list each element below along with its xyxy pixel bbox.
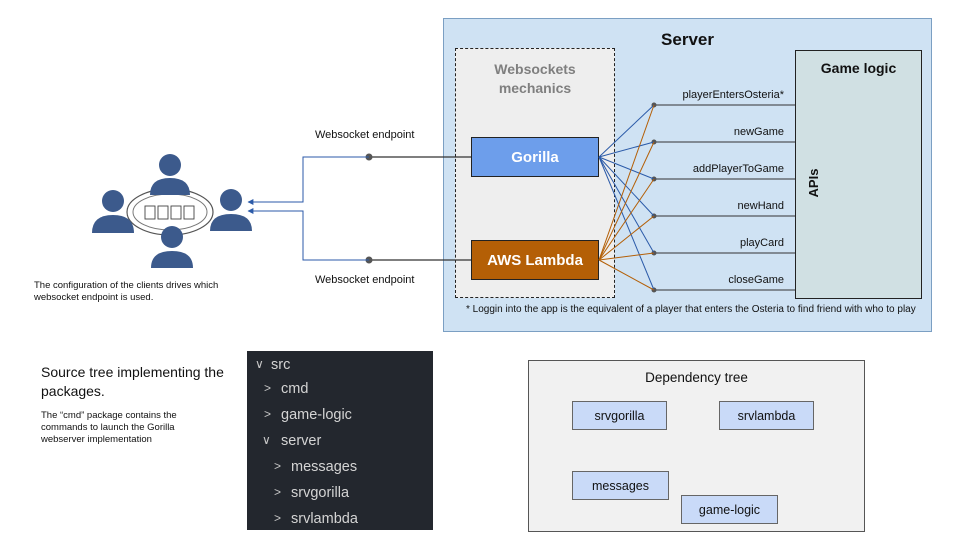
source-tree-title: Source tree implementing the packages. [41,364,224,399]
api-label-play-card: playCard [739,237,784,249]
game-logic-container [795,50,922,299]
chevron-down-icon: ∨ [255,357,264,371]
dependency-tree-title: Dependency tree [645,370,748,385]
websocket-endpoint-bottom-label: Websocket endpoint [315,274,415,286]
websockets-title-line2: mechanics [498,80,572,96]
tree-item-srvlambda[interactable]: > srvlambda [247,511,433,533]
client-arrows [247,156,369,261]
server-title: Server [661,30,714,49]
chevron-down-icon: ∨ [262,433,271,447]
gorilla-node: Gorilla [471,137,599,177]
gorilla-label: Gorilla [511,148,559,166]
dep-node-game-logic: game-logic [681,495,778,524]
footnote: * Loggin into the app is the equivalent … [466,304,916,315]
dep-node-srvgorilla: srvgorilla [572,401,667,430]
tree-item-game-logic[interactable]: > game-logic [247,407,433,429]
gorilla-fanout-lines [598,104,655,291]
chevron-right-icon: > [274,485,282,499]
websocket-endpoint-top-label: Websocket endpoint [315,129,415,141]
websockets-title-line1: Websockets [494,61,576,77]
tree-item-srvgorilla[interactable]: > srvgorilla [247,485,433,507]
clients-configuration-note: The configuration of the clients drives … [34,280,219,303]
tree-item-label: server [281,433,322,449]
dep-node-srvlambda: srvlambda [719,401,814,430]
user-group-icon [92,154,252,268]
tree-item-label: messages [291,459,358,475]
api-endpoint-dots [651,102,657,293]
api-label-player-enters-osteria: playerEntersOsteria* [682,89,785,101]
tree-item-server[interactable]: ∨ server [247,433,433,455]
websocket-endpoint-connectors [369,156,471,261]
source-tree-description: The “cmd” package contains the commands … [41,410,177,445]
api-label-close-game: closeGame [728,274,784,286]
tree-item-src[interactable]: ∨ src [247,357,433,379]
playing-card-table-icon [144,205,195,220]
chevron-right-icon: > [274,511,282,525]
game-logic-title: Game logic [820,60,897,76]
api-label-new-hand: newHand [737,200,784,212]
source-tree-panel: ∨ src > cmd > game-logic ∨ server > mess… [247,351,433,530]
lambda-fanout-lines [598,104,655,291]
tree-item-label: srvlambda [291,511,358,527]
api-label-add-player-to-game: addPlayerToGame [692,163,784,175]
chevron-right-icon: > [274,459,282,473]
tree-item-label: src [271,357,291,373]
chevron-right-icon: > [264,381,272,395]
tree-item-label: game-logic [281,407,352,423]
chevron-right-icon: > [264,407,272,421]
tree-item-cmd[interactable]: > cmd [247,381,433,403]
dep-node-messages: messages [572,471,669,500]
tree-item-messages[interactable]: > messages [247,459,433,481]
websockets-mechanics-title: Websockets mechanics [455,60,615,98]
aws-lambda-label: AWS Lambda [487,251,583,269]
api-endpoint-lines [654,104,795,291]
tree-item-label: srvgorilla [291,485,350,501]
tree-item-label: cmd [281,381,309,397]
aws-lambda-node: AWS Lambda [471,240,599,280]
api-label-new-game: newGame [733,126,784,138]
